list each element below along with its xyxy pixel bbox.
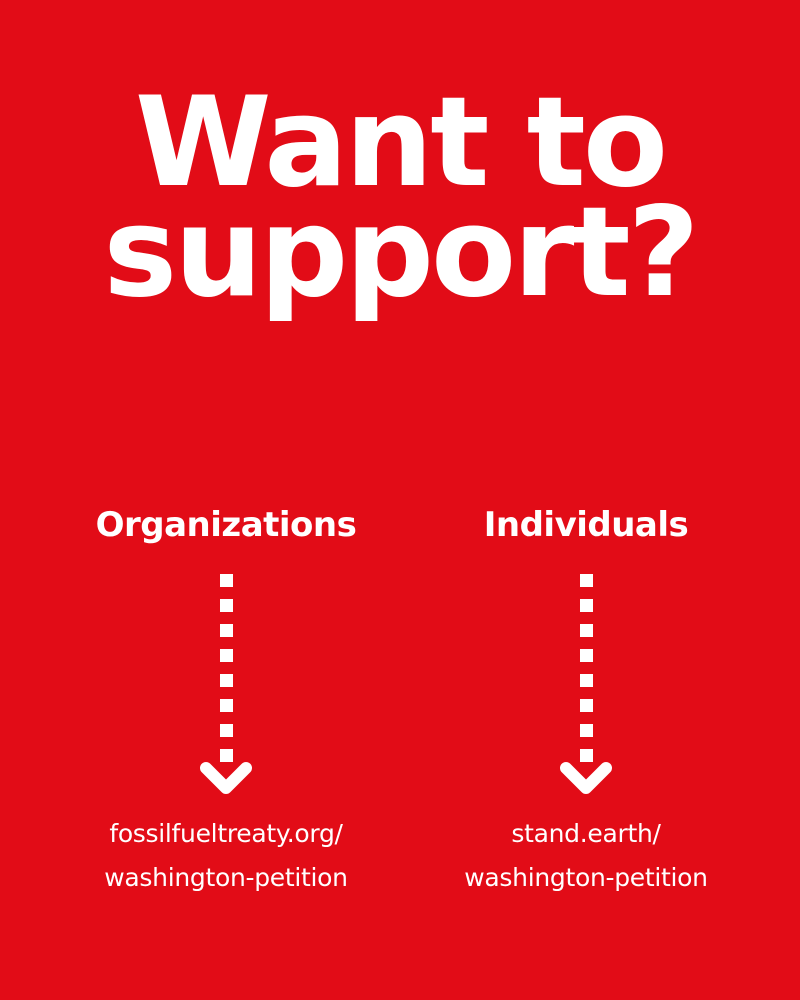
individuals-heading: Individuals: [483, 505, 689, 545]
individuals-column: Individuals stand.earth/ washington-peti…: [406, 500, 766, 900]
dotted-down-arrow-icon: [556, 574, 616, 804]
individuals-link-line-2[interactable]: washington-petition: [464, 863, 708, 892]
title-line-2: support?: [103, 181, 699, 325]
page-title: Want to support?: [0, 71, 800, 325]
individuals-petition-link[interactable]: stand.earth/ washington-petition: [406, 812, 766, 900]
organizations-link-line-1[interactable]: fossilfueltreaty.org/: [109, 819, 343, 848]
dotted-down-arrow-icon: [196, 574, 256, 804]
organizations-petition-link[interactable]: fossilfueltreaty.org/ washington-petitio…: [46, 812, 406, 900]
organizations-column: Organizations fossilfueltreaty.org/ wash…: [46, 500, 406, 900]
title-line-1: Want to: [134, 71, 668, 215]
organizations-link-line-2[interactable]: washington-petition: [104, 863, 348, 892]
organizations-heading: Organizations: [95, 505, 357, 545]
individuals-link-line-1[interactable]: stand.earth/: [511, 819, 661, 848]
